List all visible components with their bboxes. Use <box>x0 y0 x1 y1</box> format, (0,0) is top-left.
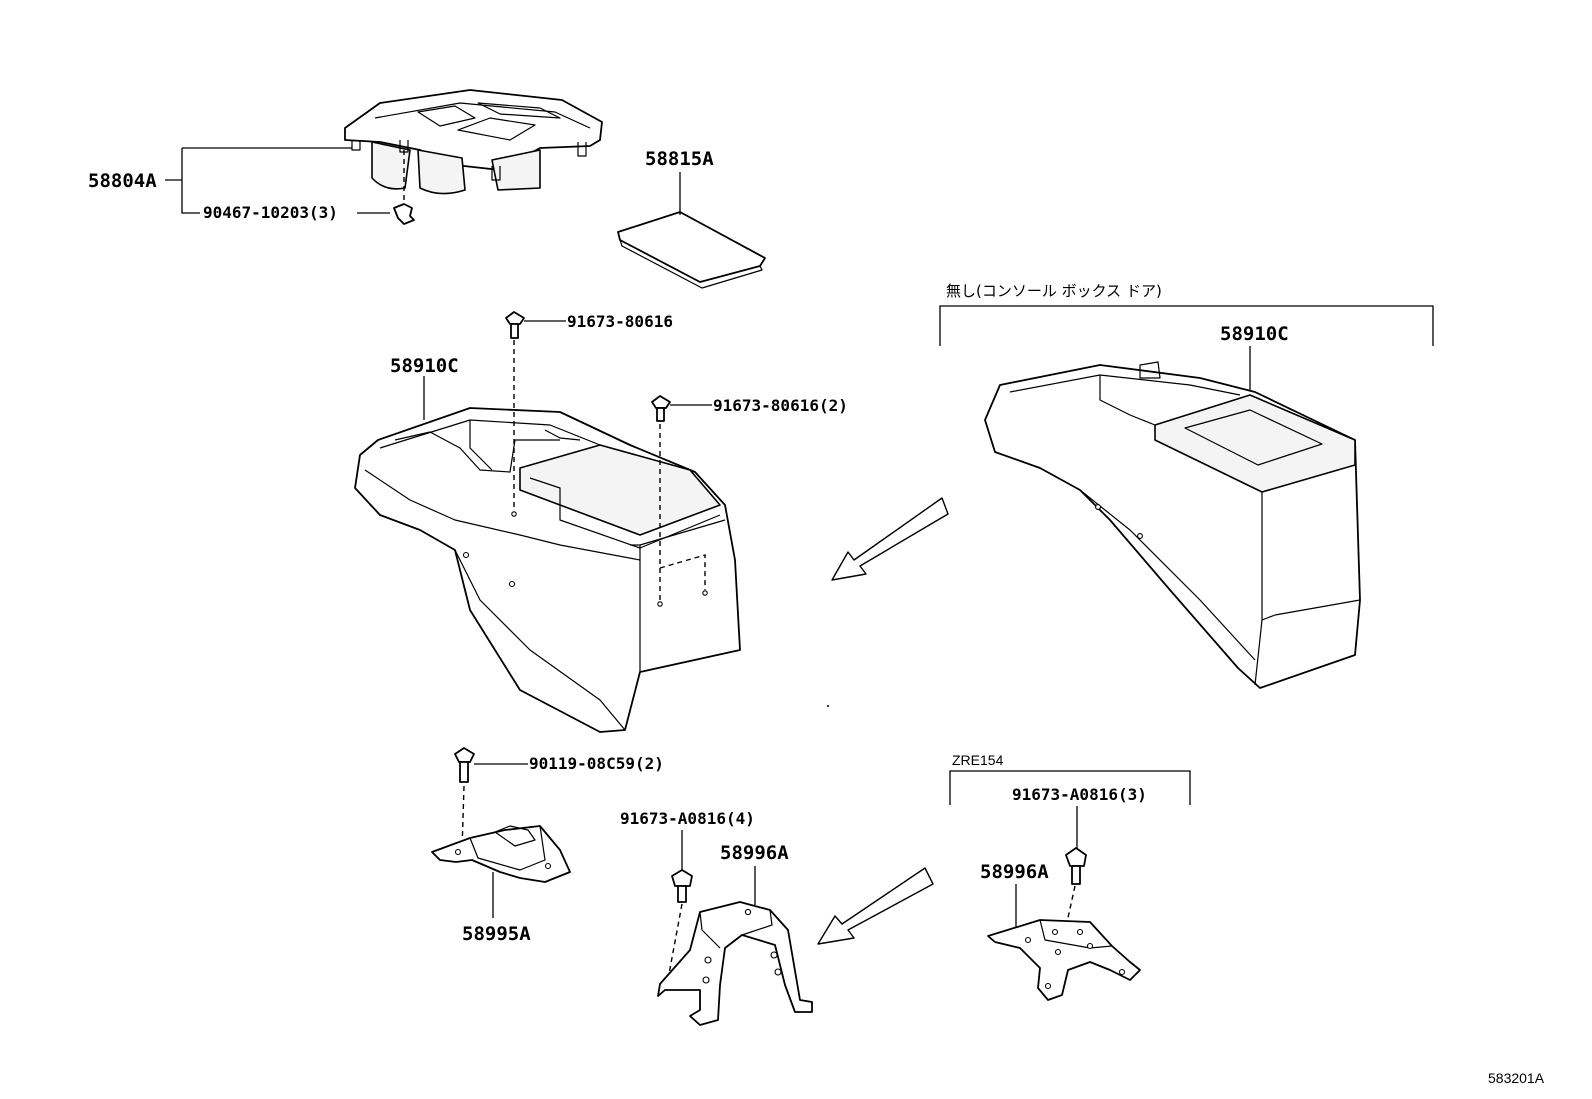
console-left-drawing <box>354 407 741 733</box>
leader-58804a <box>165 147 352 214</box>
bolt-icon-a0816-zre <box>1051 847 1087 991</box>
bracket-58995a-drawing <box>431 825 571 883</box>
variant-note: 無し(コンソール ボックス ドア) <box>946 282 1162 300</box>
bracket-58996a-zre-drawing <box>987 919 1141 1001</box>
cup-holder-drawing <box>344 89 603 195</box>
label-58804a: 58804A <box>88 170 157 192</box>
arrow-icon-variant <box>831 497 949 581</box>
label-58910c-left: 58910C <box>390 355 459 377</box>
zre-note: ZRE154 <box>952 752 1004 768</box>
label-58996a-center: 58996A <box>720 842 789 864</box>
label-58815a: 58815A <box>645 148 714 170</box>
zre-bracket <box>949 770 1191 805</box>
clip-icon <box>393 150 415 225</box>
label-90467-clip: 90467-10203(3) <box>203 203 338 222</box>
label-91673-a0816-4: 91673-A0816(4) <box>620 809 755 828</box>
arrow-icon-zre <box>817 867 934 945</box>
label-91673-80616-2: 91673-80616(2) <box>713 396 848 415</box>
mat-drawing <box>617 211 766 289</box>
bracket-58996a-drawing <box>657 901 813 1026</box>
label-58995a: 58995A <box>462 923 531 945</box>
screw-icon-top <box>505 311 525 510</box>
variant-bracket <box>939 305 1434 346</box>
diagram-reference: 583201A <box>1488 1070 1545 1086</box>
label-91673-a0816-3: 91673-A0816(3) <box>1012 785 1147 804</box>
label-90119-08c59: 90119-08C59(2) <box>529 754 664 773</box>
screw-icon-rear <box>651 395 671 565</box>
label-58910c-right: 58910C <box>1220 323 1289 345</box>
label-91673-80616: 91673-80616 <box>567 312 673 331</box>
label-58996a-zre: 58996A <box>980 861 1049 883</box>
bolt-icon-90119 <box>454 747 475 851</box>
console-right-drawing <box>984 361 1361 689</box>
